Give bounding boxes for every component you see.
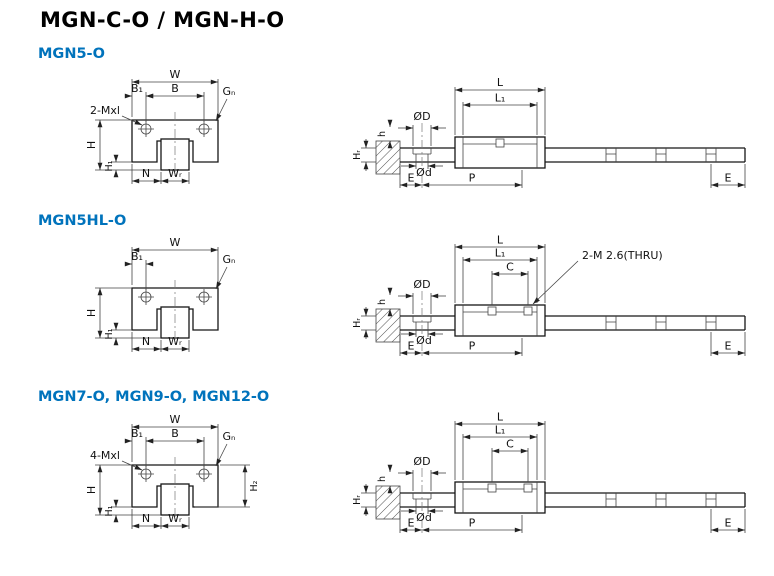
cross-section-view: W B₁ B Gₙ 2-Mxl H H₁ N Wᵣ: [85, 68, 235, 184]
block-hole-left: [487, 306, 497, 316]
section-label-mgn5hl: MGN5HL-O: [38, 213, 127, 229]
rail-holes: [412, 316, 717, 330]
dim-label-h-small: h: [377, 476, 388, 482]
mounting-screws: [138, 289, 212, 305]
dimension-lines: [97, 79, 228, 184]
dimension-lines: [97, 247, 228, 352]
dim-label-hr: Hᵣ: [352, 150, 363, 160]
dim-label-od-small: Ød: [416, 511, 432, 524]
dimension-lines: [97, 424, 248, 529]
dim-label-hr: Hᵣ: [352, 495, 363, 505]
rail-side: [400, 492, 746, 508]
thread-callout: 2-M 2.6(THRU): [582, 249, 663, 262]
dim-label-l: L: [497, 234, 504, 247]
cross-section-view: W B₁ Gₙ H H₁ N Wᵣ: [85, 236, 235, 352]
mgn5-drawing: W B₁ B Gₙ 2-Mxl H H₁ N Wᵣ: [85, 68, 746, 189]
dimension-lines: [363, 244, 745, 356]
section-label-mgn7-9-12: MGN7-O, MGN9-O, MGN12-O: [38, 389, 270, 405]
dim-label-gn: Gₙ: [223, 85, 236, 98]
block-hole-right: [523, 483, 533, 493]
dim-label-e-right: E: [725, 340, 732, 353]
mounting-screws: [138, 121, 212, 137]
section-label-mgn5: MGN5-O: [38, 46, 105, 62]
dim-label-e-right: E: [725, 172, 732, 185]
mounting-base-hatch: [375, 308, 401, 343]
dim-label-e-left: E: [408, 172, 415, 185]
dim-label-n: N: [142, 167, 150, 180]
page-title: MGN-C-O / MGN-H-O: [40, 8, 285, 32]
extension-lines: [361, 244, 746, 356]
dim-label-wr: Wᵣ: [168, 335, 182, 348]
side-view: L L₁ C 2-M 2.6(THRU) ØD h Hᵣ Ød E P E: [352, 234, 746, 357]
dim-label-b1: B₁: [131, 82, 143, 95]
dim-label-od: ØD: [413, 110, 430, 123]
block-hole-left: [487, 483, 497, 493]
extension-lines: [95, 247, 219, 352]
extension-lines: [361, 421, 746, 533]
dim-label-b1: B₁: [131, 427, 143, 440]
dim-label-w: W: [170, 68, 181, 81]
side-view: L L₁ ØD h Hᵣ Ød E P E: [352, 76, 746, 189]
extension-lines: [361, 87, 746, 188]
dim-label-h1: H₁: [104, 328, 115, 339]
dim-label-b: B: [171, 427, 179, 440]
dim-label-gn: Gₙ: [223, 253, 236, 266]
dim-label-n: N: [142, 335, 150, 348]
dim-label-n: N: [142, 512, 150, 525]
screw-callout: 4-Mxl: [90, 449, 120, 462]
dim-label-b1: B₁: [131, 250, 143, 263]
dim-label-h: H: [85, 141, 98, 149]
dim-label-h1: H₁: [104, 160, 115, 171]
side-view: L L₁ C ØD h Hᵣ Ød E P E: [352, 411, 746, 534]
dim-label-c: C: [506, 438, 514, 451]
dim-label-w: W: [170, 236, 181, 249]
dim-label-gn: Gₙ: [223, 430, 236, 443]
dim-label-p: P: [469, 340, 476, 353]
dim-label-od-small: Ød: [416, 334, 432, 347]
dim-label-p: P: [469, 517, 476, 530]
dim-label-l1: L₁: [495, 247, 506, 260]
dim-label-hr: Hᵣ: [352, 318, 363, 328]
rail-side: [400, 315, 746, 331]
dim-label-od: ØD: [413, 278, 430, 291]
mounting-screws: [138, 466, 212, 482]
dim-label-e-left: E: [408, 340, 415, 353]
extension-lines: [95, 424, 250, 529]
dim-label-od-small: Ød: [416, 166, 432, 179]
dim-label-h1: H₁: [104, 505, 115, 516]
cross-section-view: W B₁ B Gₙ 4-Mxl H H₁ H₂ N Wᵣ: [85, 413, 260, 529]
dim-label-e-right: E: [725, 517, 732, 530]
dim-label-l: L: [497, 411, 504, 424]
dim-label-od: ØD: [413, 455, 430, 468]
extension-lines: [95, 79, 219, 184]
mounting-base-hatch: [375, 485, 401, 520]
dim-label-h2: H₂: [249, 480, 260, 491]
dim-label-h-small: h: [377, 299, 388, 305]
dim-label-c: C: [506, 261, 514, 274]
dim-label-h: H: [85, 309, 98, 317]
mgn7-9-12-drawing: W B₁ B Gₙ 4-Mxl H H₁ H₂ N Wᵣ: [85, 411, 746, 534]
dim-label-l1: L₁: [495, 92, 506, 105]
dimension-lines: [363, 421, 745, 533]
dim-label-l: L: [497, 76, 504, 89]
mounting-base-hatch: [375, 140, 401, 175]
dim-label-w: W: [170, 413, 181, 426]
dim-label-b: B: [171, 82, 179, 95]
dim-label-wr: Wᵣ: [168, 167, 182, 180]
dim-label-l1: L₁: [495, 424, 506, 437]
mgn5hl-drawing: W B₁ Gₙ H H₁ N Wᵣ: [85, 234, 746, 357]
dimension-lines: [363, 87, 745, 188]
rail-side: [400, 147, 746, 163]
rail-holes: [412, 493, 717, 507]
screw-callout: 2-Mxl: [90, 104, 120, 117]
rail-holes: [412, 148, 717, 162]
dim-label-h-small: h: [377, 131, 388, 137]
dim-label-p: P: [469, 172, 476, 185]
block-hole: [495, 138, 505, 148]
block-hole-right: [523, 306, 533, 316]
dim-label-e-left: E: [408, 517, 415, 530]
dim-label-h: H: [85, 486, 98, 494]
dim-label-wr: Wᵣ: [168, 512, 182, 525]
